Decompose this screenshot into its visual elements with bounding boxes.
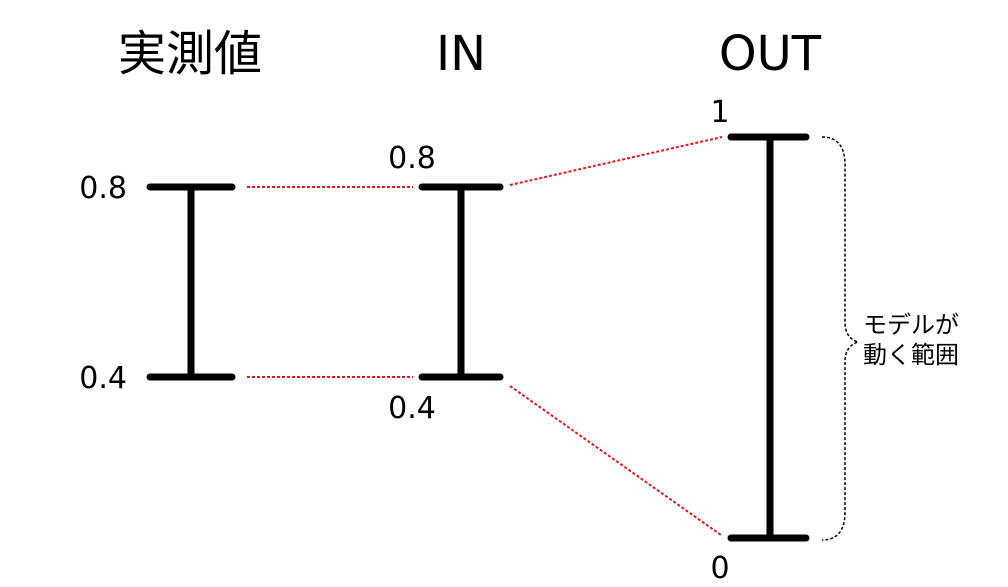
out-high-label: 1 bbox=[710, 95, 729, 130]
connector-in-out-high bbox=[509, 136, 723, 186]
out-low-label: 0 bbox=[710, 551, 729, 586]
in-range-bar bbox=[418, 183, 504, 381]
annotation-line-1: モデルが bbox=[863, 311, 959, 339]
measured-high-label: 0.8 bbox=[79, 171, 127, 206]
measured-range-bar bbox=[146, 183, 236, 381]
in-header: IN bbox=[436, 26, 486, 82]
out-header: OUT bbox=[719, 26, 822, 82]
measured-header: 実測値 bbox=[118, 26, 262, 82]
in-high-label: 0.8 bbox=[388, 141, 436, 176]
measured-low-label: 0.4 bbox=[79, 361, 127, 396]
annotation-line-2: 動く範囲 bbox=[863, 341, 959, 369]
in-low-label: 0.4 bbox=[388, 391, 436, 426]
out-range-bar bbox=[727, 133, 810, 542]
connector-in-out-low bbox=[509, 385, 722, 536]
range-brace bbox=[821, 136, 861, 541]
